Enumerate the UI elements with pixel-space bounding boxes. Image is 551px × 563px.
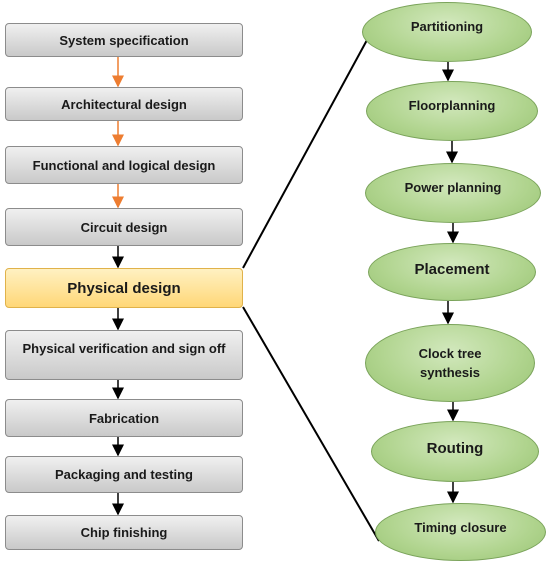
zoom-line-top <box>242 39 368 269</box>
pd-step-floorplanning-label: Floorplanning <box>408 98 496 113</box>
pd-step-routing-label: Routing <box>426 440 484 457</box>
pd-step-clock-tree-synthesis: Clock tree synthesis <box>365 324 535 402</box>
pd-step-routing: Routing <box>371 421 539 482</box>
flow-step-packaging-testing: Packaging and testing <box>5 456 243 493</box>
flow-step-circuit-design: Circuit design <box>5 208 243 246</box>
flow-step-architectural-design: Architectural design <box>5 87 243 121</box>
zoom-line-bottom <box>242 306 380 542</box>
pd-step-power-planning: Power planning <box>365 163 541 223</box>
pd-step-placement: Placement <box>368 243 536 301</box>
flow-step-fabrication: Fabrication <box>5 399 243 437</box>
pd-step-timing-closure: Timing closure <box>375 503 546 561</box>
pd-step-floorplanning: Floorplanning <box>366 81 538 141</box>
pd-step-timing-closure-label: Timing closure <box>414 520 507 535</box>
pd-step-power-planning-label: Power planning <box>404 180 502 195</box>
flow-step-chip-finishing: Chip finishing <box>5 515 243 550</box>
flow-step-functional-logical-design: Functional and logical design <box>5 146 243 184</box>
pd-step-placement-label: Placement <box>414 261 490 278</box>
pd-step-partitioning-label: Partitioning <box>410 19 484 34</box>
flow-step-physical-verification: Physical verification and sign off <box>5 330 243 380</box>
pd-step-partitioning: Partitioning <box>362 2 532 62</box>
flow-step-physical-design: Physical design <box>5 268 243 308</box>
pd-step-clock-tree-synthesis-label: Clock tree synthesis <box>418 345 482 381</box>
flow-step-system-specification: System specification <box>5 23 243 57</box>
